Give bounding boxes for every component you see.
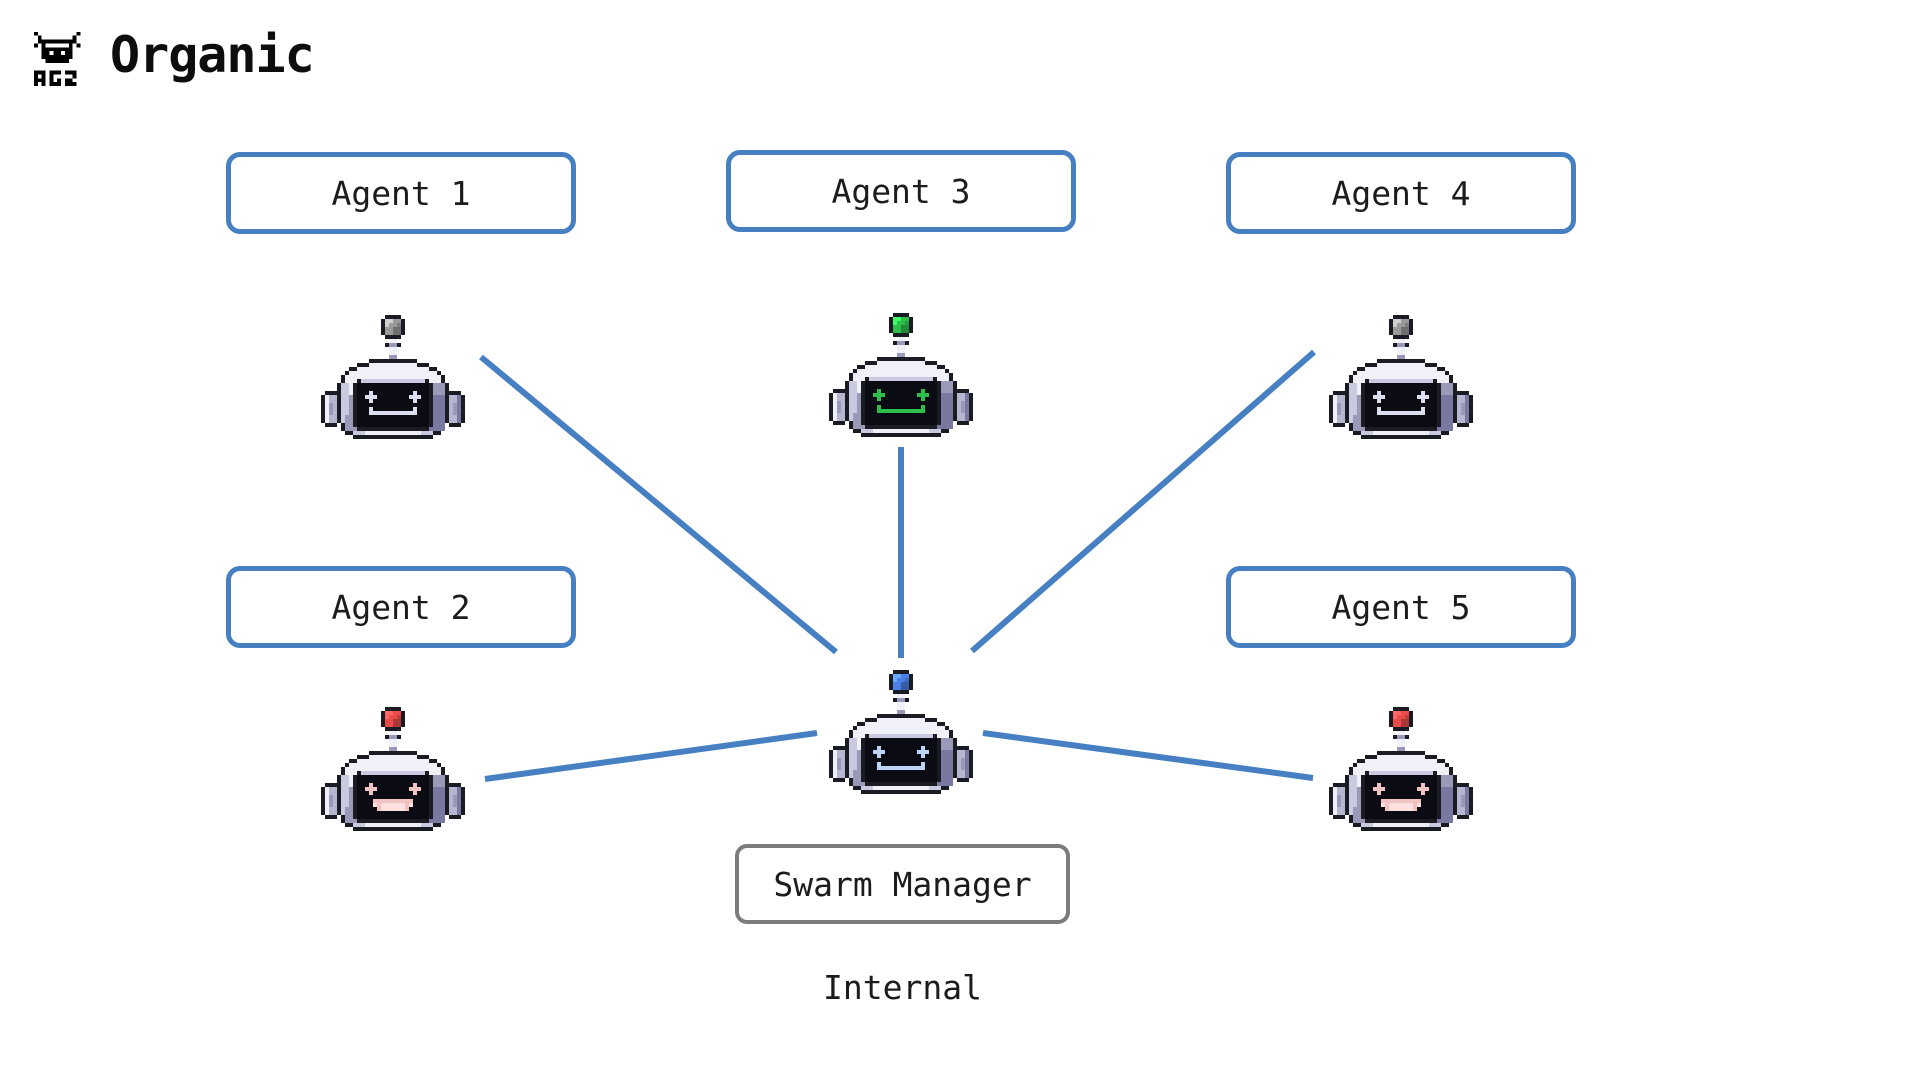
edge-agent-2-to-swarm-manager bbox=[484, 730, 818, 782]
page-header: Organic bbox=[30, 24, 315, 86]
agent-3-label-box[interactable]: Agent 3 bbox=[726, 150, 1076, 232]
agent-3-label-box-text: Agent 3 bbox=[831, 171, 971, 211]
agent-1-label-box[interactable]: Agent 1 bbox=[226, 152, 576, 234]
page-title: Organic bbox=[110, 26, 315, 84]
agent-2-label-box[interactable]: Agent 2 bbox=[226, 566, 576, 648]
agent-5-label-box-text: Agent 5 bbox=[1331, 587, 1471, 627]
agent-4-label-box[interactable]: Agent 4 bbox=[1226, 152, 1576, 234]
edge-agent-5-to-swarm-manager bbox=[982, 730, 1314, 781]
agent-5-label-box[interactable]: Agent 5 bbox=[1226, 566, 1576, 648]
ag2-robot-logo-icon bbox=[30, 24, 92, 86]
swarm-manager-sublabel: Internal bbox=[823, 968, 982, 1007]
agent-2-label-box-text: Agent 2 bbox=[331, 587, 471, 627]
agent-1-label-box-text: Agent 1 bbox=[331, 173, 471, 213]
swarm-manager-label-box[interactable]: Swarm Manager bbox=[735, 844, 1070, 924]
swarm-manager-label-box-text: Swarm Manager bbox=[773, 864, 1032, 904]
agent-4-label-box-text: Agent 4 bbox=[1331, 173, 1471, 213]
